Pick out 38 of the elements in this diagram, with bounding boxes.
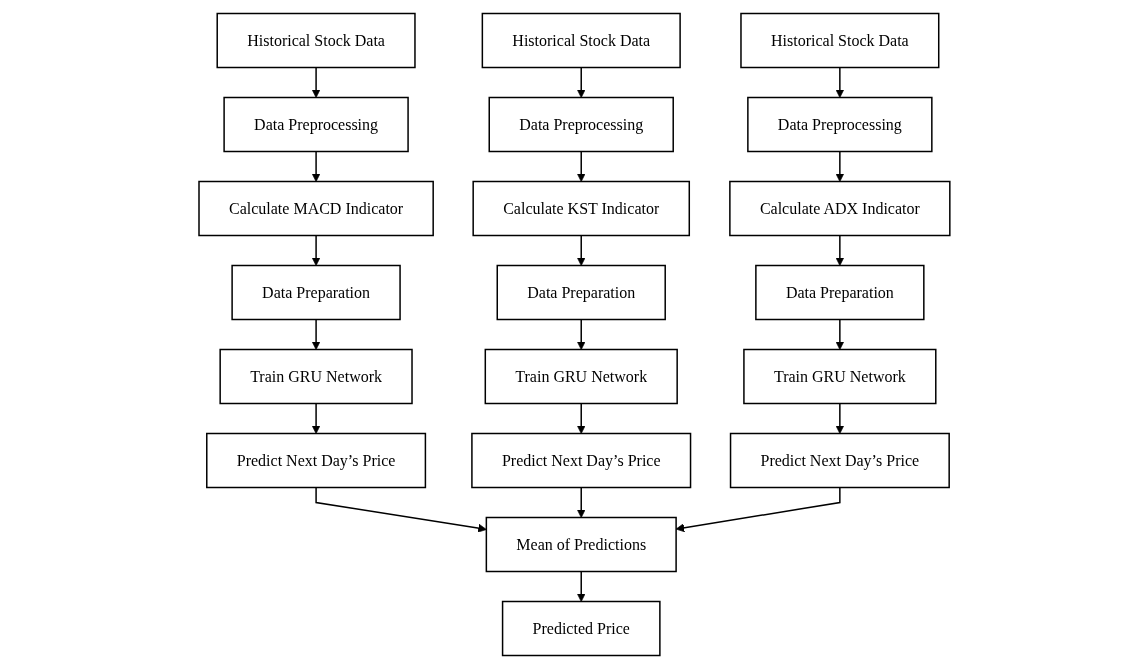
arrow [576, 66, 586, 98]
arrow [835, 234, 844, 266]
arrow [311, 402, 321, 434]
arrow [576, 318, 586, 350]
arrow [576, 402, 586, 434]
arrow [835, 402, 844, 434]
node-box: Train GRU Network [742, 348, 937, 405]
arrow [576, 486, 586, 518]
node-box: Mean of Predictions [485, 516, 677, 573]
node-box: Predicted Price [501, 600, 661, 657]
arrow [675, 486, 841, 533]
arrow [311, 318, 321, 350]
node-box: Data Preprocessing [746, 96, 933, 153]
node-box: Historical Stock Data [739, 12, 940, 69]
node-box: Train GRU Network [484, 348, 678, 405]
node-box: Train GRU Network [219, 348, 413, 405]
arrow [835, 318, 844, 350]
node-box: Data Preprocessing [488, 96, 674, 153]
node-box: Calculate MACD Indicator [197, 180, 434, 237]
node-box: Data Preparation [754, 264, 925, 321]
node-box: Historical Stock Data [481, 12, 681, 69]
node-box: Data Preprocessing [222, 96, 409, 153]
arrow [311, 66, 321, 98]
node-box: Predict Next Day’s Price [205, 432, 426, 489]
arrow [835, 150, 844, 182]
arrow [576, 150, 586, 182]
arrow [576, 234, 586, 266]
node-box: Data Preparation [496, 264, 666, 321]
node-box: Predict Next Day’s Price [470, 432, 691, 489]
arrow [311, 150, 321, 182]
arrow [576, 570, 586, 602]
node-box: Data Preparation [230, 264, 401, 321]
node-box: Predict Next Day’s Price [729, 432, 950, 489]
arrow [835, 66, 844, 98]
node-box: Calculate ADX Indicator [728, 180, 951, 237]
node-box: Calculate KST Indicator [472, 180, 690, 237]
arrow [311, 234, 321, 266]
node-box: Historical Stock Data [216, 12, 416, 69]
